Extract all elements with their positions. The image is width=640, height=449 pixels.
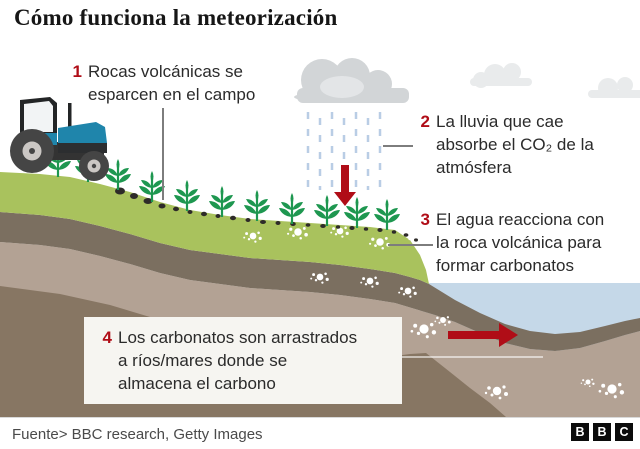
bbc-logo-block: B <box>571 423 589 441</box>
annotation-3-number: 3 <box>420 210 430 229</box>
tractor-icon <box>10 97 109 181</box>
cloud-highlight <box>320 76 364 98</box>
connector-lines <box>162 108 433 246</box>
page-title: Cómo funciona la meteorización <box>14 5 338 30</box>
bbc-logo-block: B <box>593 423 611 441</box>
source-credit: Fuente> BBC research, Getty Images <box>12 425 263 443</box>
annotation-4-text: Los carbonatos son arrastrados a ríos/ma… <box>118 328 358 393</box>
footer: Fuente> BBC research, Getty Images B B C <box>0 417 640 449</box>
annotation-1-text: Rocas volcánicas se esparcen en el campo <box>88 62 256 104</box>
arrow-right-icon <box>448 323 518 347</box>
soil-layer-dark <box>0 212 640 351</box>
cloud-icon <box>470 63 640 98</box>
volcanic-rocks <box>115 187 418 242</box>
annotation-2-number: 2 <box>420 112 430 131</box>
annotation-2-text: La lluvia que cae absorbe el CO₂ de la a… <box>436 112 594 177</box>
bbc-logo-block: C <box>615 423 633 441</box>
annotation-4-number: 4 <box>102 328 112 347</box>
arrow-down-icon <box>334 165 356 206</box>
annotation-4-box: 4 Los carbonatos son arrastrados a ríos/… <box>84 317 402 404</box>
rain-icon <box>306 112 382 190</box>
grass-layer <box>0 172 429 284</box>
annotation-3: 3 El agua reacciona con la roca volcánic… <box>414 208 605 277</box>
annotation-3-text: El agua reacciona con la roca volcánica … <box>436 210 605 275</box>
bbc-logo: B B C <box>571 423 633 441</box>
annotation-2: 2 La lluvia que cae absorbe el CO₂ de la… <box>414 110 594 179</box>
annotation-1: 1 Rocas volcánicas se esparcen en el cam… <box>66 60 256 106</box>
annotation-1-number: 1 <box>72 62 82 81</box>
